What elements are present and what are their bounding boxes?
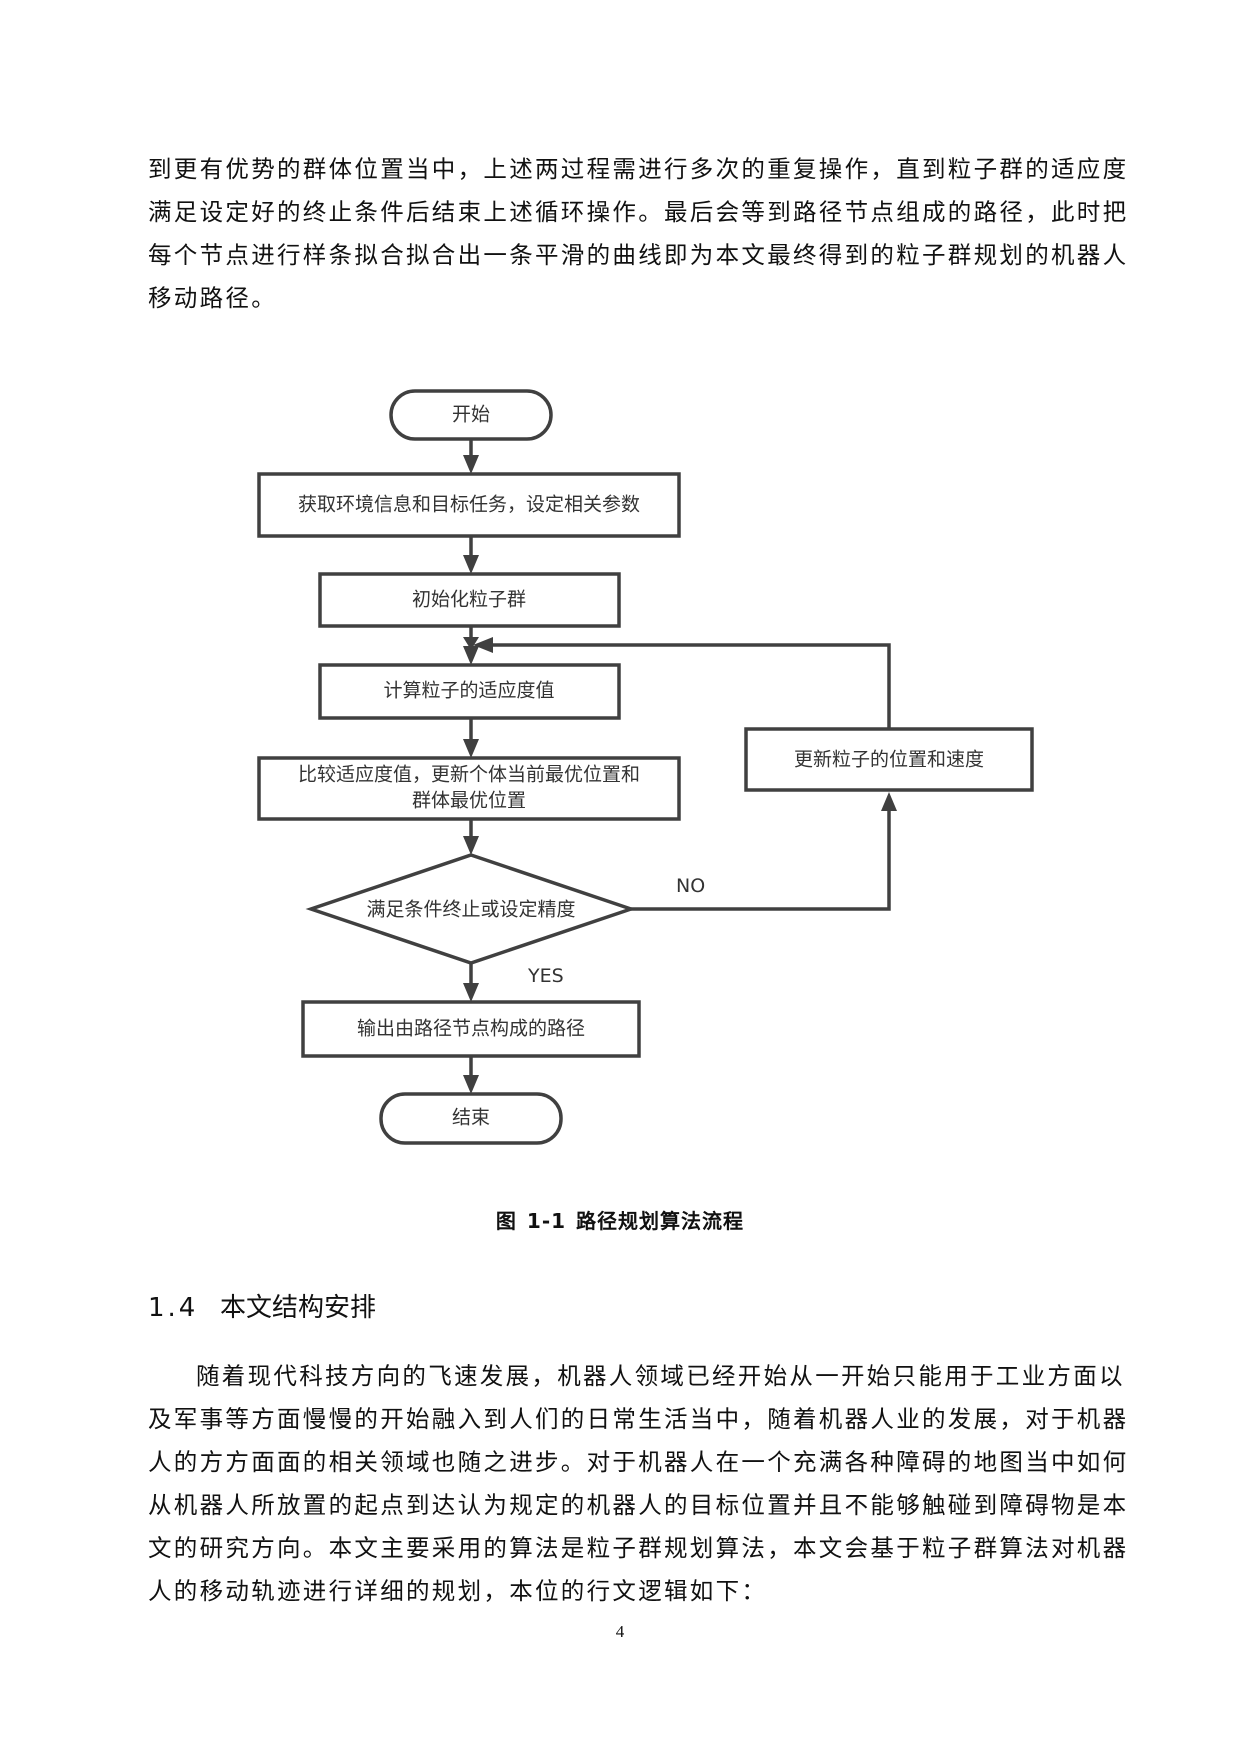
process-calc-fitness (318, 663, 621, 720)
output-label: 输出由路径节点构成的路径 (357, 1018, 585, 1040)
connector-no (631, 810, 891, 911)
compare-label-line1: 比较适应度值，更新个体当前最优位置和 (298, 764, 640, 786)
caption-title: 路径规划算法流程 (576, 1209, 745, 1233)
process-init-swarm (318, 572, 621, 628)
process-compare-update (257, 756, 681, 821)
paragraph-bottom: 随着现代科技方向的飞速发展，机器人领域已经开始从一开始只能用于工业方面以 及军事… (148, 1355, 1129, 1613)
end-label: 结束 (452, 1107, 490, 1129)
process-get-environment (257, 472, 681, 538)
section-title: 本文结构安排 (220, 1293, 377, 1323)
arrow-down-icon (463, 555, 479, 574)
edge-label-yes: YES (527, 965, 564, 987)
text-line: 人的移动轨迹进行详细的规划，本位的行文逻辑如下： (148, 1577, 768, 1605)
text-line: 人的方方面面的相关领域也随之进步。对于机器人在一个充满各种障碍的地图当中如何 (148, 1448, 1129, 1476)
update-label: 更新粒子的位置和速度 (794, 749, 984, 771)
text-line: 到更有优势的群体位置当中，上述两过程需进行多次的重复操作，直到粒子群的适应度 (148, 155, 1129, 183)
start-label: 开始 (452, 404, 490, 426)
edge-label-no: NO (676, 875, 705, 897)
arrow-left-icon (473, 637, 493, 653)
caption-prefix: 图 (495, 1209, 517, 1233)
arrow-down-icon (463, 646, 479, 665)
figure-caption: 图 1-1 路径规划算法流程 (0, 1205, 1240, 1234)
caption-number: 1-1 (526, 1209, 567, 1233)
text-line: 从机器人所放置的起点到达认为规定的机器人的目标位置并且不能够触碰到障碍物是本 (148, 1491, 1129, 1519)
init-swarm-label: 初始化粒子群 (412, 589, 526, 611)
calc-fitness-label: 计算粒子的适应度值 (383, 680, 554, 702)
page-number: 4 (615, 1622, 625, 1641)
arrow-up-icon (881, 792, 897, 811)
connector-loop (492, 643, 891, 729)
arrow-down-icon (463, 739, 479, 758)
process-output-path (301, 1000, 641, 1058)
text-line: 随着现代科技方向的飞速发展，机器人领域已经开始从一开始只能用于工业方面以 (196, 1362, 1125, 1390)
section-number: 1.4 (148, 1293, 199, 1323)
decision-label: 满足条件终止或设定精度 (366, 899, 575, 921)
text-line: 文的研究方向。本文主要采用的算法是粒子群规划算法，本文会基于粒子群算法对机器 (148, 1534, 1129, 1562)
arrow-down-icon (463, 836, 479, 855)
text-line: 每个节点进行样条拟合拟合出一条平滑的曲线即为本文最终得到的粒子群规划的机器人 (148, 241, 1129, 269)
arrow-down-icon (463, 1075, 479, 1094)
text-line: 移动路径。 (148, 284, 277, 312)
flowchart-diagram: 开始 获取环境信息和目标任务，设定相关参数 初始化粒子群 计算粒子的适应度值 比… (257, 389, 1034, 1145)
text-line: 满足设定好的终止条件后结束上述循环操作。最后会等到路径节点组成的路径，此时把 (148, 198, 1129, 226)
section-heading: 1.4 本文结构安排 (148, 1287, 376, 1324)
arrow-down-icon (463, 455, 479, 474)
arrow-down-icon (463, 637, 479, 650)
text-line: 及军事等方面慢慢的开始融入到人们的日常生活当中，随着机器人业的发展，对于机器 (148, 1405, 1129, 1433)
arrow-down-icon (463, 983, 479, 1002)
paragraph-top: 到更有优势的群体位置当中，上述两过程需进行多次的重复操作，直到粒子群的适应度 满… (148, 148, 1129, 320)
compare-label-line2: 群体最优位置 (412, 790, 526, 812)
get-environment-label: 获取环境信息和目标任务，设定相关参数 (298, 494, 640, 516)
